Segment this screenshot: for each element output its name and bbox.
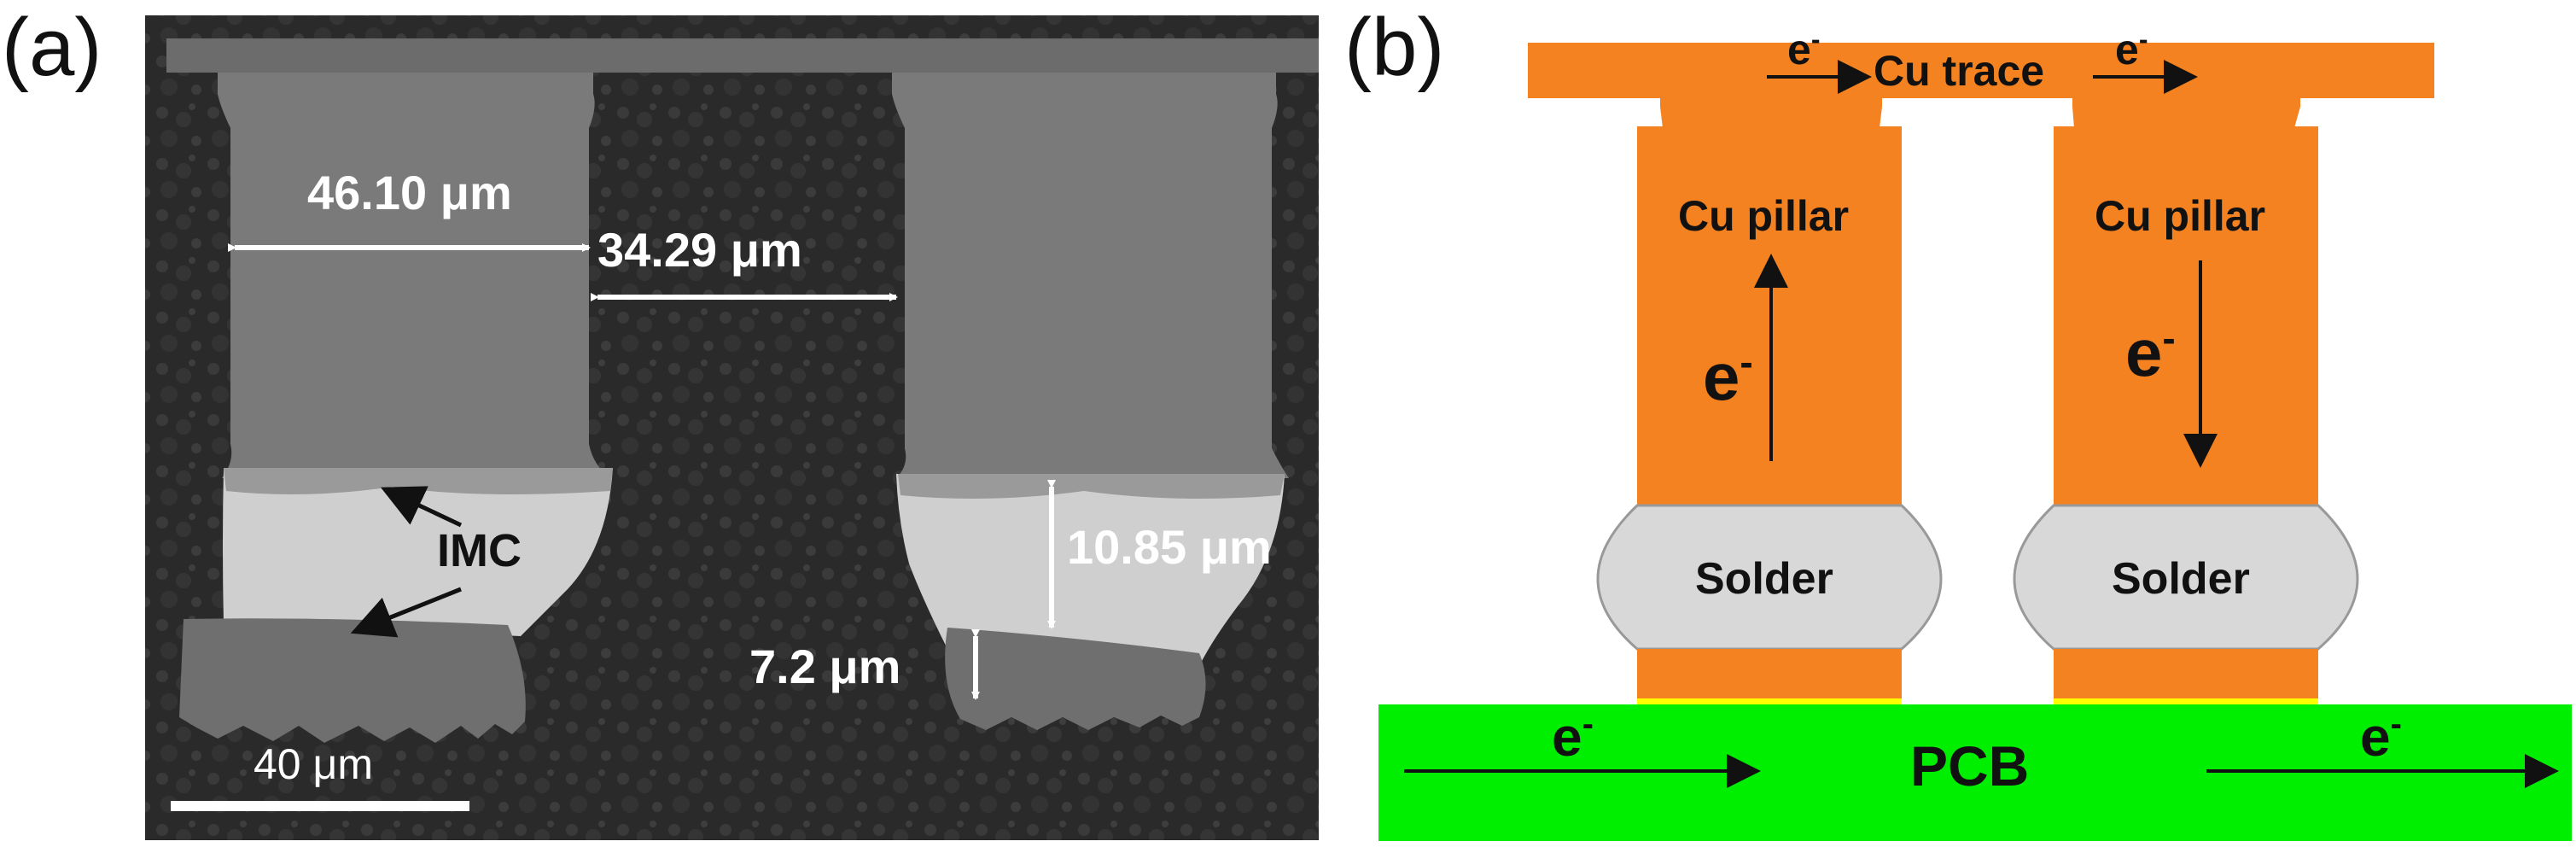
solder-label-right: Solder [2112, 554, 2250, 604]
sem-cu-pillar-right [892, 73, 1289, 478]
dim-label-solder-height: 10.85 μm [1067, 520, 1272, 574]
imc-arrow-lower [350, 587, 462, 638]
sem-bump-left [179, 73, 613, 743]
scale-bar [171, 801, 469, 811]
cu-pillar-right [2054, 126, 2318, 517]
sem-cu-pillar-left [218, 73, 610, 478]
cu-trace [1528, 43, 2434, 128]
sem-bump-right [892, 73, 1289, 730]
panel-a: (a) 46.10 μm 34.29 μm 10.85 μm 7.2 μm [2, 2, 1319, 840]
cu-pillar-label-left: Cu pillar [1678, 192, 1849, 240]
sem-solder-right [896, 474, 1285, 666]
dim-label-pad-height: 7.2 μm [749, 640, 900, 693]
cu-pad-right [2054, 649, 2318, 698]
cu-pillar-label-right: Cu pillar [2095, 192, 2265, 240]
electron-label-pcb-right: e- [2360, 705, 2402, 768]
pcb-label: PCB [1910, 734, 2029, 797]
sem-imc-right [898, 474, 1285, 499]
panel-b: (b) Cu trace e- e- Cu pillar Cu pillar e… [1344, 2, 2572, 841]
dim-label-pillar-gap: 34.29 μm [597, 223, 802, 277]
sem-imc-left [224, 468, 613, 494]
solder-label-left: Solder [1695, 554, 1833, 604]
top-cu-trace [166, 38, 1319, 73]
panel-a-label: (a) [2, 2, 102, 93]
imc-arrow-upper [380, 486, 463, 528]
imc-label: IMC [437, 525, 522, 576]
electron-label-pcb-left: e- [1552, 705, 1594, 768]
scale-bar-label: 40 μm [254, 740, 373, 788]
electron-label-trace-right: e- [2115, 24, 2148, 73]
electron-label-pillar-right: e- [2125, 315, 2176, 390]
dim-label-pillar-width: 46.10 μm [307, 166, 512, 219]
sem-cu-pad-left [179, 618, 526, 743]
cu-pad-left [1637, 649, 1902, 698]
electron-label-trace-left: e- [1787, 24, 1820, 73]
panel-b-label: (b) [1344, 2, 1444, 93]
electron-label-pillar-left: e- [1703, 339, 1753, 414]
cu-trace-label: Cu trace [1874, 47, 2044, 95]
sem-solder-left [223, 468, 613, 636]
sem-cu-pad-right [945, 628, 1206, 730]
